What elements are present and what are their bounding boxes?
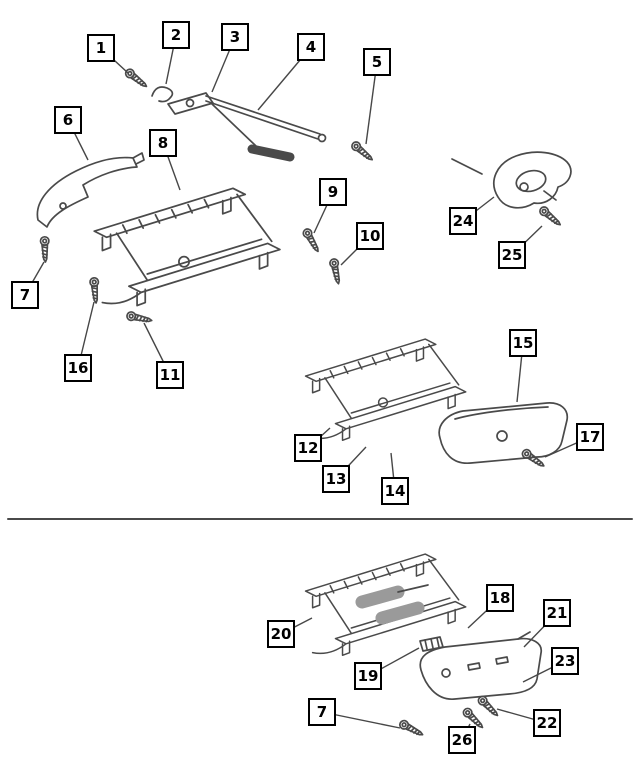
callout-3: 3 [221, 23, 249, 51]
callout-15: 15 [509, 329, 537, 357]
callout-23: 23 [551, 647, 579, 675]
callout-26: 26 [448, 726, 476, 754]
part-art-layer [7, 66, 633, 740]
callout-25: 25 [498, 241, 526, 269]
callout-19: 19 [354, 662, 382, 690]
callout-11: 11 [156, 361, 184, 389]
callout-7: 7 [308, 698, 336, 726]
callout-4: 4 [297, 33, 325, 61]
callout-2: 2 [162, 21, 190, 49]
callout-10: 10 [356, 222, 384, 250]
callout-16: 16 [64, 354, 92, 382]
part-shield-power [419, 631, 543, 700]
callout-5: 5 [363, 48, 391, 76]
callout-1: 1 [87, 34, 115, 62]
callout-14: 14 [381, 477, 409, 505]
callout-20: 20 [267, 620, 295, 648]
callout-6: 6 [54, 106, 82, 134]
callout-18: 18 [486, 584, 514, 612]
callout-22: 22 [533, 709, 561, 737]
callout-8: 8 [149, 129, 177, 157]
part-clip [151, 86, 174, 103]
callout-24: 24 [449, 207, 477, 235]
part-torsion-bar-assembly [167, 92, 327, 162]
callout-7: 7 [11, 281, 39, 309]
callout-12: 12 [294, 434, 322, 462]
callout-9: 9 [319, 178, 347, 206]
part-shield-lh-front [36, 152, 145, 228]
part-shield-rh [438, 402, 569, 464]
part-recliner-handle [451, 151, 572, 209]
callout-17: 17 [576, 423, 604, 451]
callout-13: 13 [322, 465, 350, 493]
part-track-assembly-power [304, 553, 467, 657]
callout-21: 21 [543, 599, 571, 627]
